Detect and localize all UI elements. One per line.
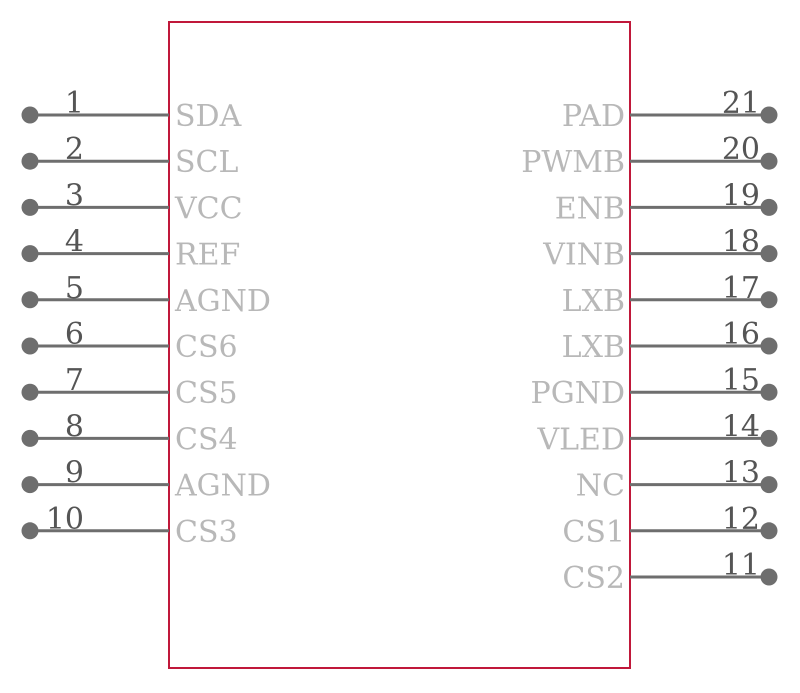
- pin-name: CS5: [175, 376, 238, 411]
- right-pin-16: 16 LXB: [562, 317, 778, 365]
- right-pin-17: 17 LXB: [562, 271, 778, 319]
- pin-end-dot: [760, 337, 778, 355]
- right-pin-20: 20 PWMB: [521, 132, 778, 180]
- right-pin-19: 19 ENB: [555, 178, 778, 226]
- pin-end-dot: [760, 429, 778, 447]
- pin-name: LXB: [562, 284, 625, 319]
- pin-end-dot: [21, 152, 39, 170]
- left-pin-5: 5 AGND: [21, 271, 271, 319]
- pin-number: 19: [722, 178, 760, 213]
- left-pin-4: 4 REF: [21, 225, 240, 273]
- right-pin-group: 21PAD20PWMB19ENB18VINB17LXB16LXB15PGND14…: [521, 86, 778, 596]
- pin-name: CS3: [175, 515, 238, 550]
- pin-name: REF: [175, 238, 240, 273]
- pin-name: AGND: [174, 284, 271, 319]
- pin-name: VLED: [536, 422, 625, 457]
- pin-end-dot: [760, 152, 778, 170]
- pin-end-dot: [760, 522, 778, 540]
- right-pin-14: 14 VLED: [536, 409, 778, 457]
- pin-name: CS1: [562, 515, 625, 550]
- pin-number: 20: [722, 132, 760, 167]
- pin-name: PGND: [531, 376, 625, 411]
- left-pin-2: 2 SCL: [21, 132, 239, 180]
- pin-number: 18: [722, 225, 760, 260]
- pin-end-dot: [760, 106, 778, 124]
- left-pin-1: 1 SDA: [21, 86, 242, 134]
- pin-number: 13: [722, 456, 760, 491]
- pin-name: ENB: [555, 191, 625, 226]
- pin-number: 15: [722, 363, 760, 398]
- right-pin-15: 15 PGND: [531, 363, 778, 411]
- left-pin-3: 3 VCC: [21, 178, 243, 226]
- pin-name: CS6: [175, 330, 238, 365]
- pin-name: NC: [576, 469, 625, 504]
- pin-number: 5: [65, 271, 84, 306]
- pin-name: VINB: [542, 238, 625, 273]
- pin-end-dot: [760, 245, 778, 263]
- pin-end-dot: [21, 337, 39, 355]
- pin-number: 3: [65, 178, 84, 213]
- pin-number: 10: [46, 502, 84, 537]
- pin-end-dot: [21, 198, 39, 216]
- pin-number: 17: [722, 271, 760, 306]
- pin-end-dot: [760, 568, 778, 586]
- pin-name: CS2: [562, 561, 625, 596]
- pin-end-dot: [21, 522, 39, 540]
- pin-end-dot: [21, 245, 39, 263]
- pin-number: 11: [722, 548, 760, 583]
- left-pin-8: 8 CS4: [21, 409, 238, 457]
- left-pin-10: 10 CS3: [21, 502, 238, 550]
- pin-name: VCC: [174, 191, 243, 226]
- pin-name: PAD: [562, 99, 625, 134]
- pin-name: SDA: [175, 99, 242, 134]
- pin-number: 14: [722, 409, 760, 444]
- pin-number: 12: [722, 502, 760, 537]
- pin-number: 21: [722, 86, 760, 121]
- pin-name: PWMB: [521, 145, 625, 180]
- pin-number: 9: [65, 456, 84, 491]
- pin-number: 2: [65, 132, 84, 167]
- left-pin-9: 9 AGND: [21, 456, 271, 504]
- pin-end-dot: [21, 383, 39, 401]
- pin-number: 4: [65, 225, 84, 260]
- pin-end-dot: [760, 198, 778, 216]
- pin-number: 8: [65, 409, 84, 444]
- right-pin-21: 21 PAD: [562, 86, 778, 134]
- pin-end-dot: [760, 476, 778, 494]
- pin-number: 6: [65, 317, 84, 352]
- right-pin-11: 11 CS2: [562, 548, 778, 596]
- pin-number: 7: [65, 363, 84, 398]
- pin-name: AGND: [174, 469, 271, 504]
- right-pin-18: 18 VINB: [542, 225, 778, 273]
- pin-name: LXB: [562, 330, 625, 365]
- pin-number: 16: [722, 317, 760, 352]
- right-pin-12: 12 CS1: [562, 502, 778, 550]
- pin-end-dot: [21, 106, 39, 124]
- pin-number: 1: [65, 86, 84, 121]
- left-pin-7: 7 CS5: [21, 363, 238, 411]
- pin-end-dot: [21, 291, 39, 309]
- right-pin-13: 13 NC: [576, 456, 778, 504]
- left-pin-6: 6 CS6: [21, 317, 238, 365]
- pin-end-dot: [21, 429, 39, 447]
- pin-end-dot: [760, 383, 778, 401]
- pin-name: SCL: [175, 145, 239, 180]
- pin-end-dot: [760, 291, 778, 309]
- pin-name: CS4: [175, 422, 238, 457]
- pin-end-dot: [21, 476, 39, 494]
